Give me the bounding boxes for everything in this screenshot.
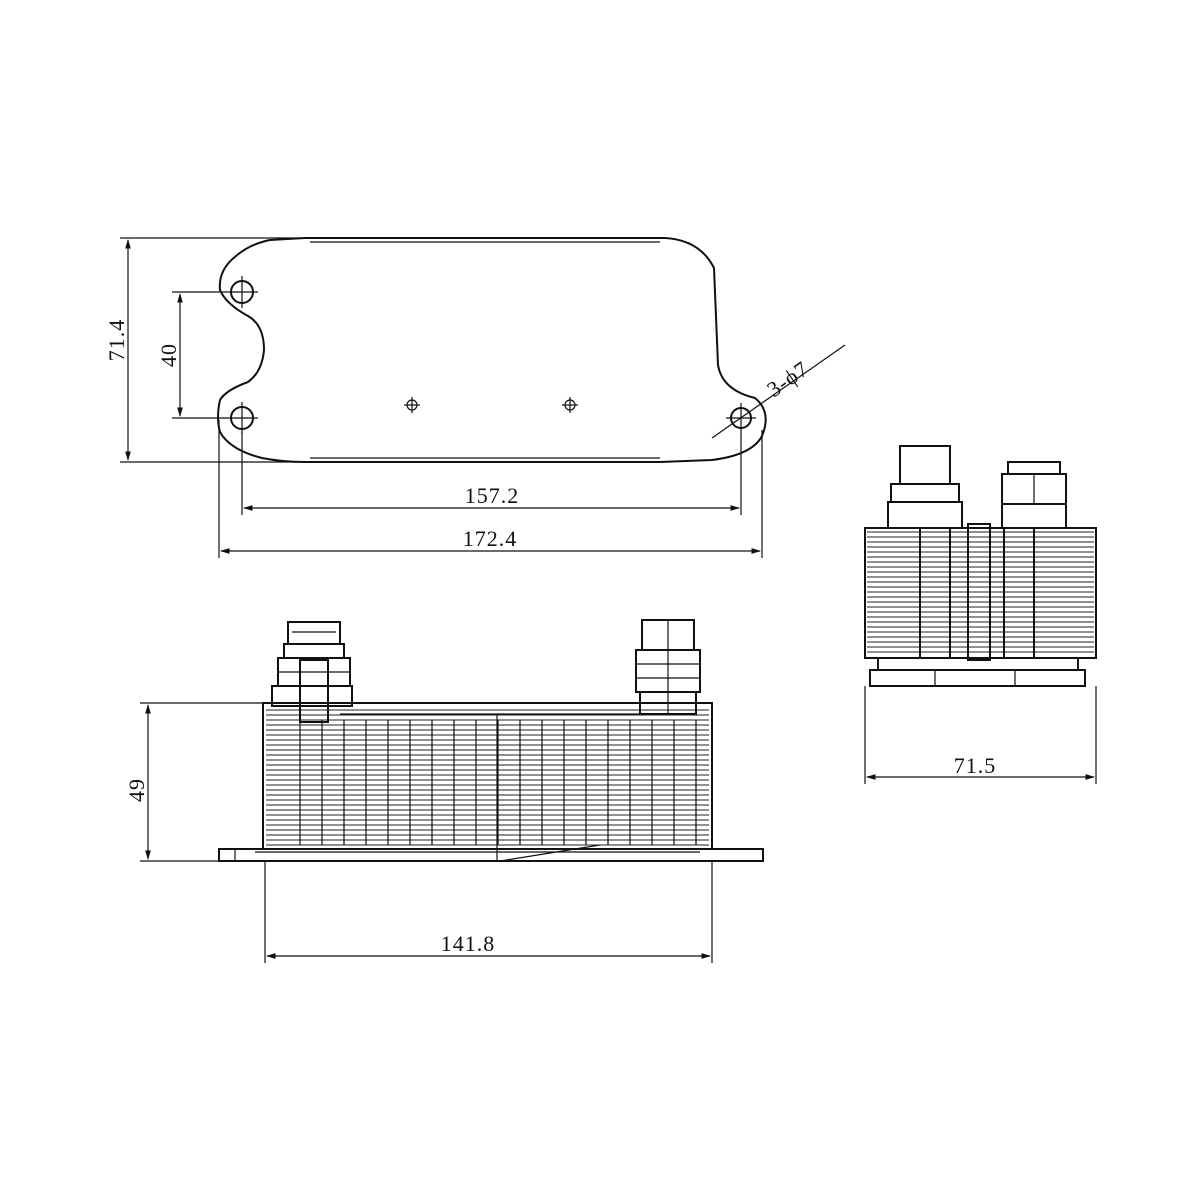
dimension-top-height: 71.4	[104, 237, 300, 463]
hole-callout: 3-ϕ7	[711, 344, 846, 439]
mounting-hole-top-left	[226, 276, 258, 308]
side-view: 49 141.8	[124, 619, 764, 963]
end-view-center-block	[967, 523, 991, 661]
plate-fins	[266, 709, 709, 846]
end-view-fitting-right	[1001, 461, 1067, 659]
dimension-label-141-8: 141.8	[441, 931, 496, 956]
dimension-label-157-2: 157.2	[465, 483, 520, 508]
end-view-base	[869, 657, 1086, 687]
center-mark-left	[404, 397, 420, 413]
plate-stack	[262, 702, 713, 861]
fitting-left	[271, 621, 353, 723]
end-view: 71.5	[864, 445, 1097, 784]
mounting-hole-bottom-left	[226, 402, 258, 434]
end-view-fins	[867, 531, 1094, 653]
base-plate	[218, 844, 764, 862]
center-mark-right	[562, 397, 578, 413]
dimension-label-49: 49	[124, 778, 149, 802]
dimension-end-width: 71.5	[864, 686, 1097, 784]
dimension-label-172-4: 172.4	[463, 526, 518, 551]
dimension-hole-spacing-horizontal: 157.2	[241, 432, 742, 515]
top-view: 71.4 40 3-ϕ7 157.2 172.4	[104, 237, 846, 558]
fitting-right	[635, 619, 701, 715]
dimension-label-71-4: 71.4	[104, 319, 129, 362]
dimension-label-40: 40	[156, 343, 181, 367]
top-view-outline	[217, 237, 767, 463]
end-view-fitting-left	[887, 445, 963, 659]
hole-callout-label: 3-ϕ7	[762, 356, 813, 402]
dimension-side-height: 49	[124, 702, 290, 862]
dimension-core-length: 141.8	[264, 861, 713, 963]
dimension-hole-spacing-vertical: 40	[156, 291, 226, 419]
dimension-overall-length: 172.4	[218, 420, 763, 558]
dimension-label-71-5: 71.5	[954, 753, 997, 778]
